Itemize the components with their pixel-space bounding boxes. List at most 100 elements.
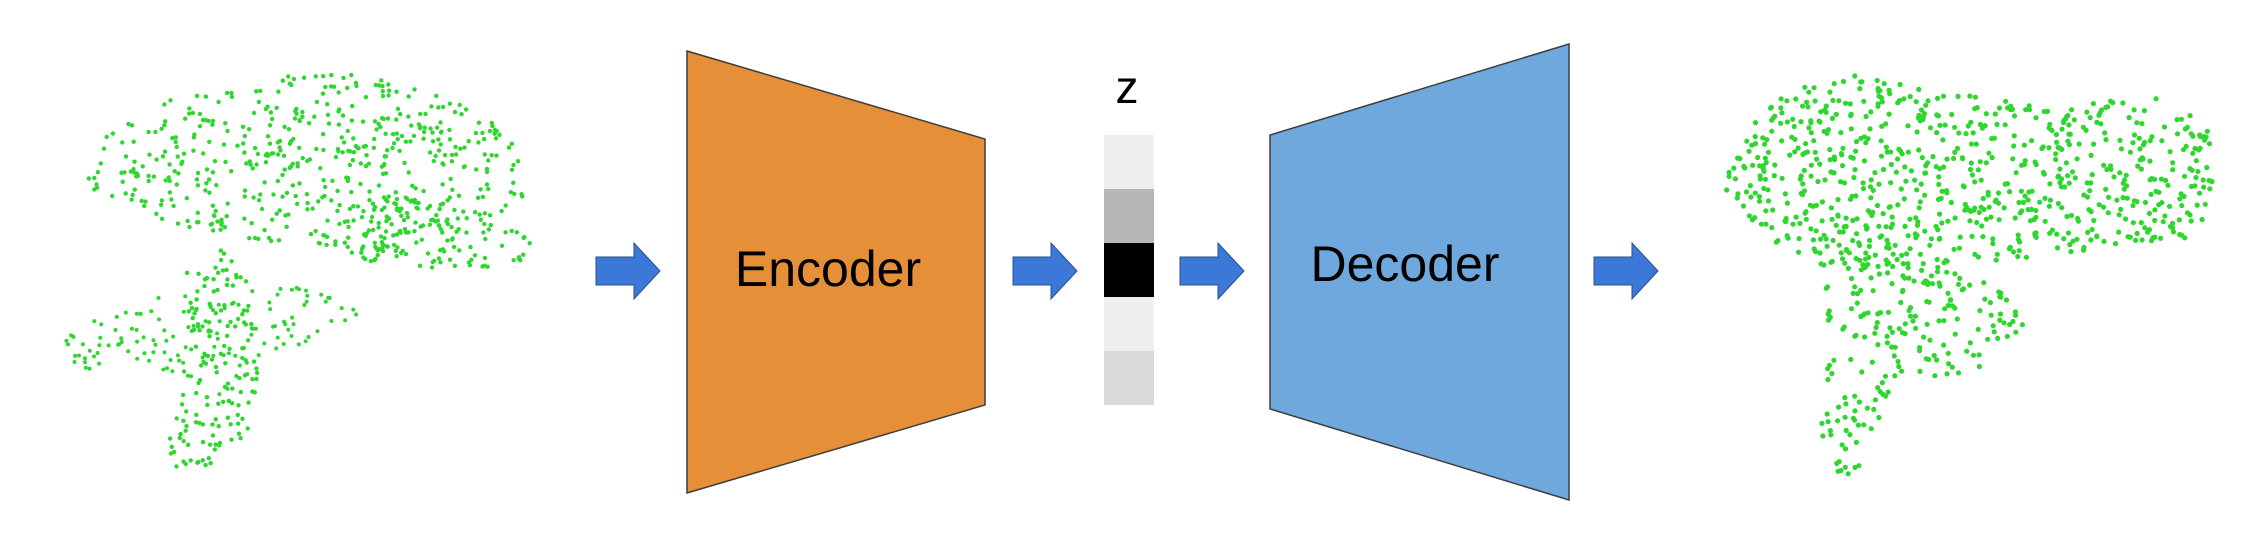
point bbox=[1910, 318, 1916, 324]
point bbox=[1872, 397, 1879, 403]
point bbox=[1892, 344, 1898, 350]
point bbox=[419, 237, 424, 242]
point bbox=[343, 318, 348, 323]
point bbox=[274, 346, 279, 351]
point bbox=[236, 431, 242, 436]
point bbox=[1875, 342, 1881, 348]
point bbox=[342, 240, 347, 245]
point bbox=[305, 200, 310, 206]
point bbox=[2069, 107, 2075, 113]
point bbox=[106, 343, 111, 348]
point bbox=[1923, 163, 1929, 169]
point bbox=[2204, 164, 2210, 171]
point bbox=[452, 207, 457, 213]
point bbox=[414, 205, 419, 210]
point bbox=[1810, 237, 1816, 243]
point bbox=[403, 251, 409, 257]
point bbox=[1942, 306, 1948, 312]
point bbox=[1927, 125, 1934, 131]
point bbox=[168, 358, 173, 362]
point bbox=[2021, 142, 2027, 148]
point bbox=[1919, 267, 1925, 273]
point bbox=[314, 146, 319, 152]
point bbox=[213, 311, 218, 316]
point bbox=[487, 213, 493, 218]
point bbox=[400, 248, 405, 253]
point bbox=[2131, 132, 2138, 138]
point bbox=[482, 255, 488, 261]
point bbox=[228, 319, 233, 325]
point bbox=[229, 437, 234, 442]
point bbox=[209, 357, 215, 362]
point bbox=[1879, 123, 1885, 129]
point bbox=[382, 205, 387, 210]
point bbox=[83, 356, 87, 361]
point bbox=[1842, 260, 1848, 266]
point bbox=[1827, 147, 1833, 153]
point bbox=[1887, 325, 1893, 331]
point bbox=[1801, 167, 1807, 173]
point bbox=[1784, 98, 1790, 104]
point bbox=[210, 122, 215, 127]
point bbox=[153, 129, 158, 135]
point bbox=[208, 461, 213, 466]
point bbox=[1790, 221, 1796, 227]
point bbox=[1819, 218, 1825, 224]
point bbox=[2007, 321, 2013, 328]
point bbox=[335, 146, 341, 152]
point bbox=[1863, 140, 1869, 146]
point bbox=[2074, 156, 2080, 162]
point bbox=[1913, 215, 1919, 221]
point bbox=[1836, 404, 1842, 410]
latent-cell bbox=[1104, 243, 1154, 297]
point bbox=[380, 93, 386, 99]
point bbox=[385, 116, 391, 121]
point bbox=[1854, 216, 1860, 222]
point bbox=[1883, 144, 1889, 150]
point bbox=[2137, 146, 2143, 152]
point bbox=[191, 135, 197, 140]
point bbox=[401, 217, 407, 223]
point bbox=[325, 112, 331, 118]
point bbox=[1845, 471, 1851, 477]
point bbox=[1787, 152, 1793, 158]
point bbox=[1842, 464, 1848, 470]
point bbox=[1917, 368, 1923, 374]
point bbox=[135, 339, 140, 344]
point bbox=[1872, 330, 1878, 336]
point bbox=[395, 106, 401, 112]
point bbox=[1795, 145, 1801, 151]
point bbox=[179, 402, 185, 407]
point bbox=[455, 216, 460, 221]
point bbox=[2012, 309, 2018, 315]
point bbox=[1887, 91, 1893, 97]
latent-cell bbox=[1104, 189, 1154, 243]
point bbox=[1963, 204, 1970, 210]
point bbox=[1945, 218, 1951, 224]
point bbox=[441, 162, 446, 167]
point bbox=[2041, 108, 2047, 115]
point bbox=[1874, 77, 1880, 84]
point bbox=[2131, 107, 2137, 113]
arrow-encoder-to-latent bbox=[1012, 241, 1078, 301]
point bbox=[1867, 237, 1873, 243]
point bbox=[1828, 432, 1834, 438]
point bbox=[204, 395, 210, 400]
point bbox=[2124, 183, 2130, 189]
point bbox=[146, 129, 151, 135]
point bbox=[329, 198, 334, 203]
point bbox=[450, 236, 455, 241]
point bbox=[1877, 234, 1883, 240]
point bbox=[482, 263, 487, 268]
point bbox=[2091, 217, 2097, 224]
point bbox=[183, 461, 188, 467]
point bbox=[2146, 227, 2153, 233]
point bbox=[266, 153, 271, 158]
point bbox=[2088, 237, 2094, 243]
point bbox=[1889, 214, 1895, 220]
point bbox=[413, 220, 418, 225]
point bbox=[1890, 251, 1896, 257]
point bbox=[372, 240, 377, 245]
point bbox=[131, 167, 136, 172]
